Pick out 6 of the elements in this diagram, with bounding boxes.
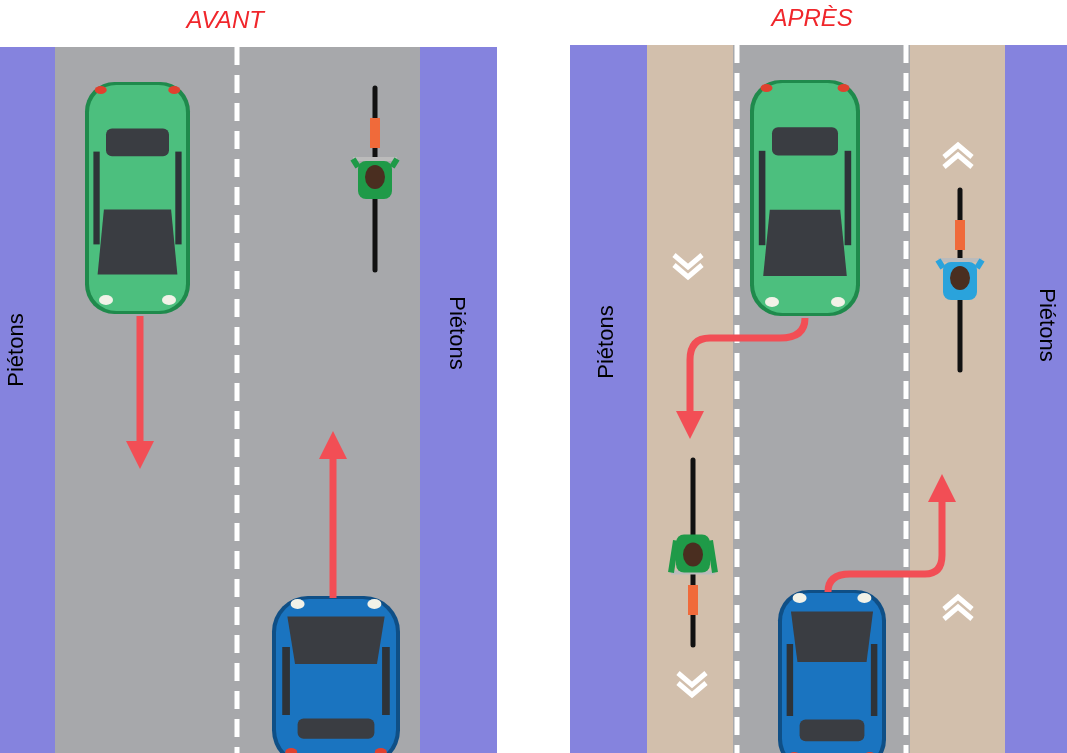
sidewalk-label: Piétons — [592, 305, 619, 379]
sidewalk-label: Piétons — [443, 296, 470, 370]
panel-heading: AVANT — [186, 6, 264, 34]
sidewalk-label: Piétons — [1033, 288, 1060, 362]
sidewalk-label: Piétons — [2, 313, 29, 387]
panel-heading: APRÈS — [771, 4, 853, 32]
